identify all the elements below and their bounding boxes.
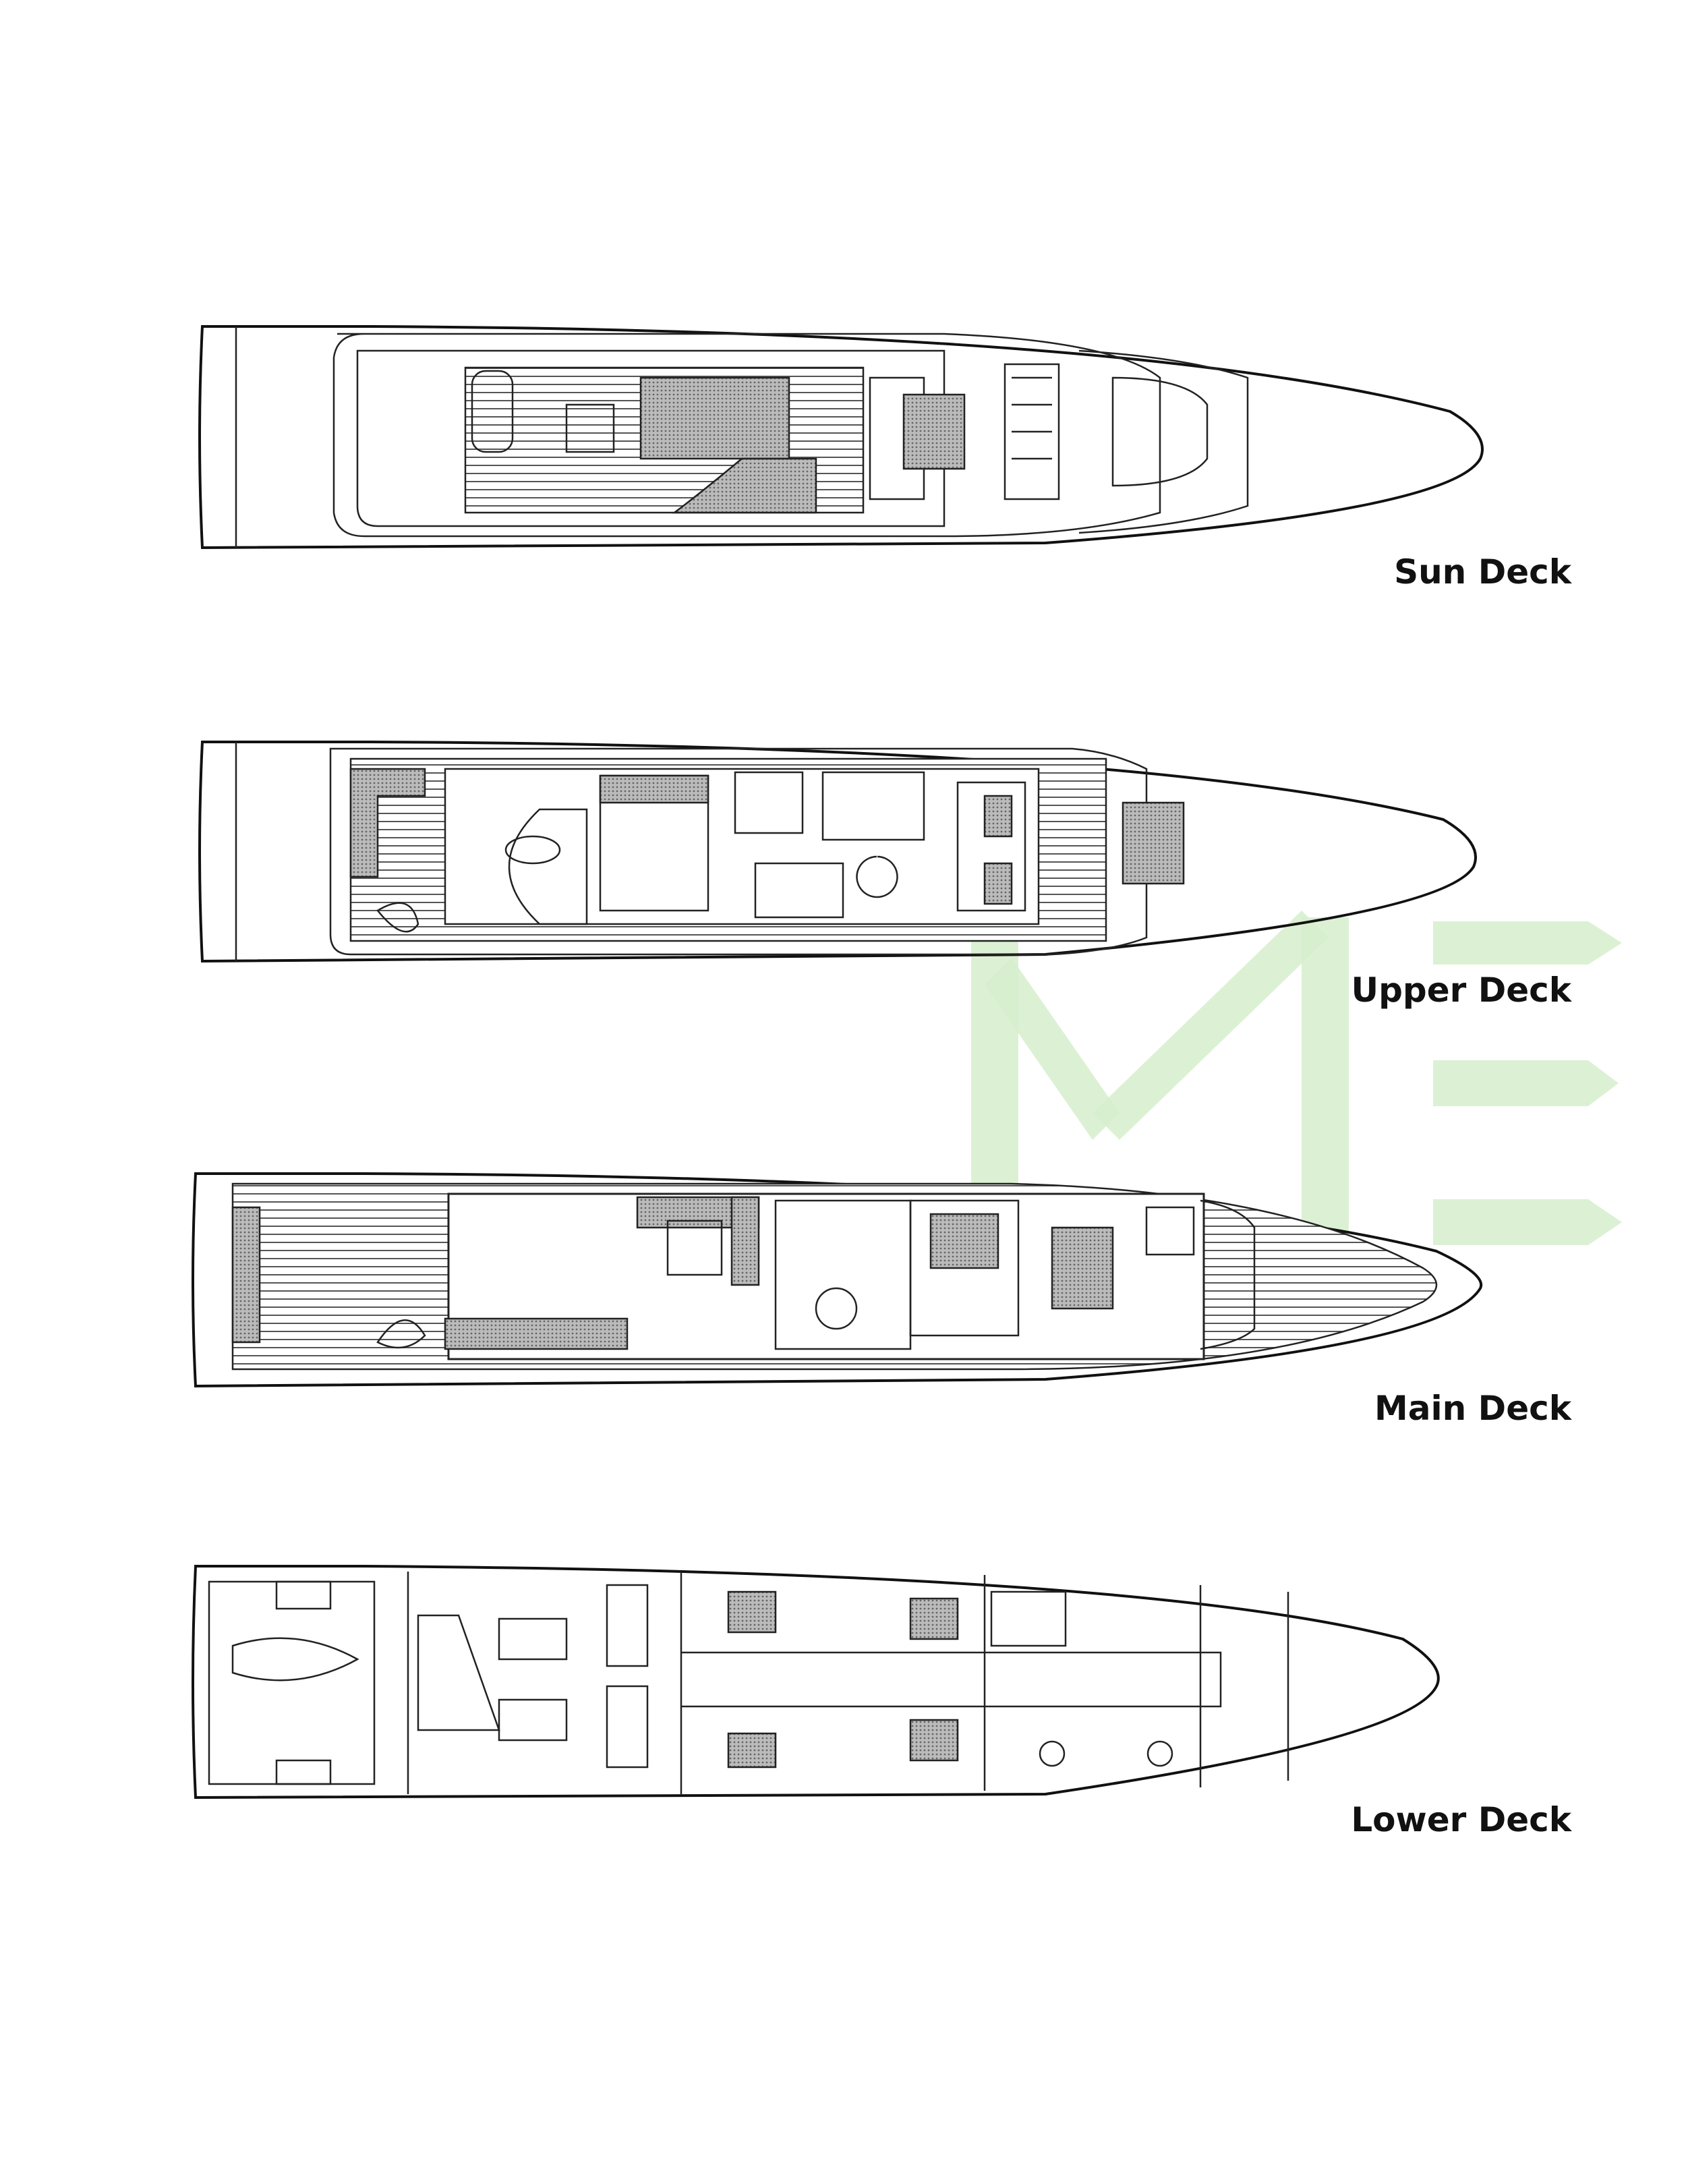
main-deck-plan — [192, 1172, 1483, 1388]
watermark-logo — [971, 911, 1622, 1248]
main-deck-label: Main Deck — [1374, 1389, 1573, 1428]
lower-deck-plan — [192, 1565, 1440, 1800]
upper-deck-label: Upper Deck — [1351, 971, 1573, 1010]
sun-deck-label: Sun Deck — [1394, 552, 1573, 592]
lower-deck-label: Lower Deck — [1351, 1800, 1572, 1839]
upper-deck-plan — [198, 741, 1477, 963]
sun-deck-plan — [198, 325, 1484, 550]
